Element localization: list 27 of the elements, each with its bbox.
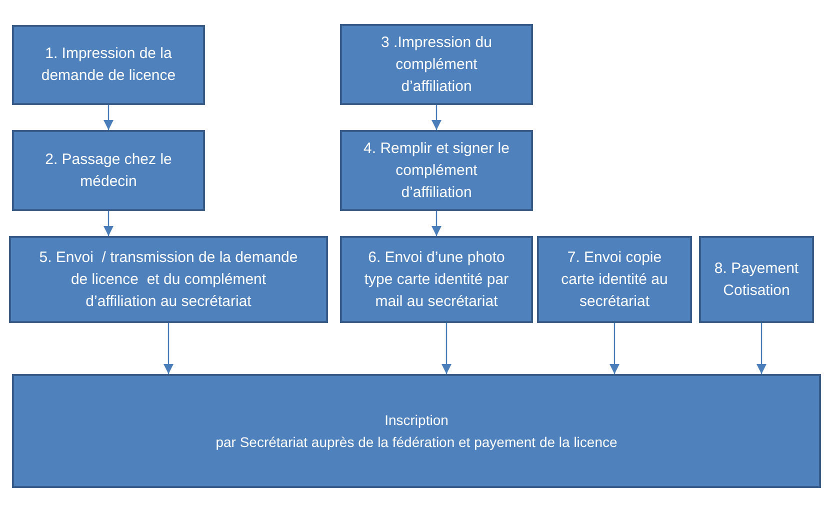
process-box	[340, 24, 533, 105]
arrow	[432, 211, 442, 236]
step-label: 8. Payement Cotisation	[713, 258, 800, 300]
step-label: 3 .Impression du complément d’affiliation	[380, 32, 493, 96]
process-box	[9, 236, 328, 323]
process-box	[537, 236, 692, 323]
arrow	[610, 323, 620, 374]
arrow	[164, 323, 174, 374]
arrow	[104, 211, 114, 236]
process-box	[340, 236, 533, 323]
arrow	[432, 105, 442, 130]
process-box	[12, 25, 205, 105]
step-label: 2. Passage chez le médecin	[44, 150, 173, 192]
process-box	[12, 374, 821, 488]
arrow	[756, 323, 766, 374]
step-label: 5. Envoi / transmission de la demande de licence et du complément d’affiliation au secrétariat	[38, 248, 299, 312]
step-label: 1. Impression de la demande de licence	[40, 44, 177, 86]
step-label: 6. Envoi d’une photo type carte identité par mail au secrétariat	[363, 248, 510, 312]
arrow	[442, 323, 452, 374]
arrow	[104, 105, 114, 130]
step-label: 4. Remplir et signer le complément d’affiliation	[362, 138, 510, 202]
process-box	[699, 236, 814, 323]
process-box	[340, 130, 533, 211]
step-label: 7. Envoi copie carte identité au secrétariat	[560, 248, 669, 312]
process-box	[12, 130, 205, 211]
step-label: par Secrétariat auprès de la fédération et payement de la licence	[216, 433, 618, 452]
step-label: Inscription	[384, 411, 448, 430]
